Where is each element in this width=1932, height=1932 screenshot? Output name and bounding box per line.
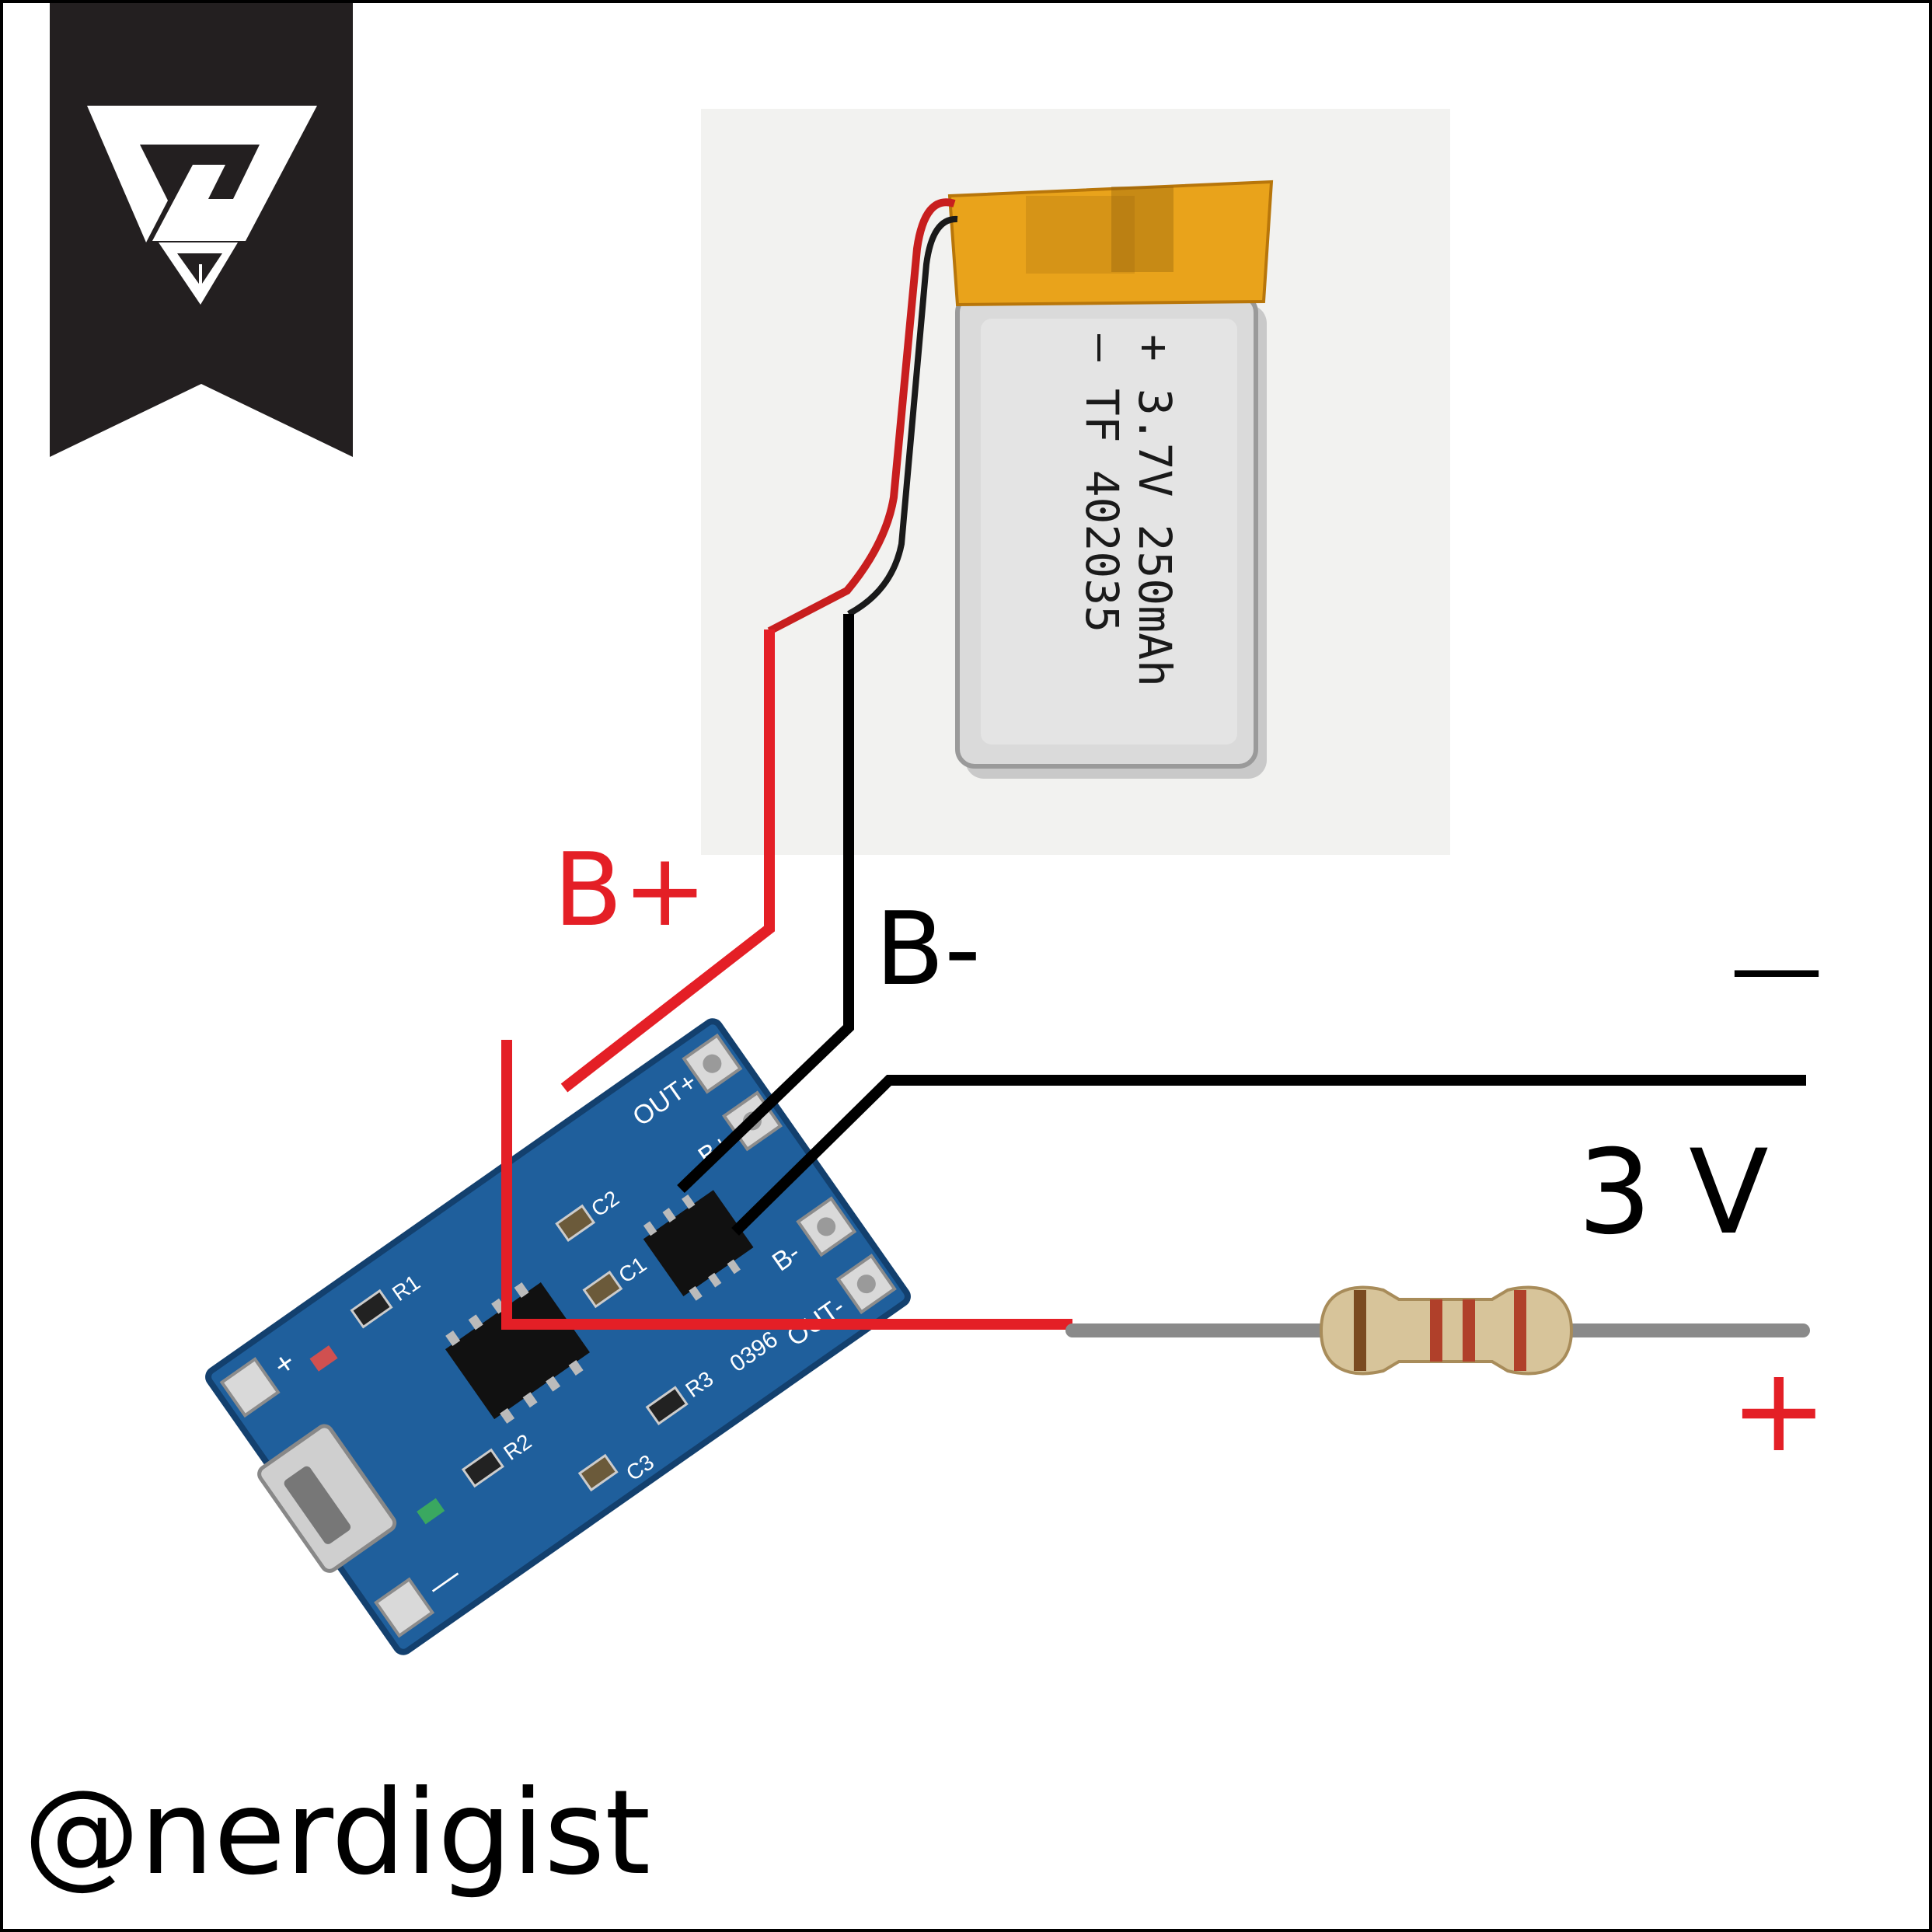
wire-b-minus xyxy=(677,614,854,1194)
led-red xyxy=(309,1345,338,1372)
pad-in-minus xyxy=(374,1577,435,1638)
pad-out-plus xyxy=(682,1033,743,1094)
smd-c3 xyxy=(577,1453,619,1492)
wire-b-plus xyxy=(560,629,775,1093)
battery-label-line1: — TF 402035 xyxy=(1076,334,1128,633)
smd-r3 xyxy=(645,1386,689,1425)
pad-b-minus xyxy=(796,1196,857,1257)
pad-out-minus xyxy=(835,1254,897,1315)
wire-out-plus xyxy=(501,1040,1072,1330)
micro-usb-port-icon xyxy=(257,1424,397,1573)
smd-c2 xyxy=(555,1204,596,1243)
label-output-plus: + xyxy=(1730,1343,1828,1478)
label-output-minus: — xyxy=(1730,914,1823,1022)
protection-ic xyxy=(643,1190,754,1301)
led-green xyxy=(417,1498,445,1525)
label-b-plus: B+ xyxy=(553,831,707,949)
footer-handle: @nerdigist xyxy=(23,1766,650,1901)
wire-out-minus xyxy=(731,1075,1806,1236)
lipo-battery: — TF 402035 + 3.7V 250mAh xyxy=(701,109,1450,855)
smd-c1 xyxy=(582,1270,623,1309)
battery-label-line2: + 3.7V 250mAh xyxy=(1128,334,1181,687)
smd-r2 xyxy=(461,1448,505,1488)
pad-in-plus xyxy=(219,1357,281,1418)
resistor-icon xyxy=(1065,1285,1810,1376)
smd-r1 xyxy=(350,1289,393,1329)
charger-ic xyxy=(445,1282,590,1424)
label-b-minus: B- xyxy=(875,890,981,1008)
label-output-voltage: 3 V xyxy=(1578,1125,1769,1261)
nerdigist-logo-icon xyxy=(50,3,353,457)
